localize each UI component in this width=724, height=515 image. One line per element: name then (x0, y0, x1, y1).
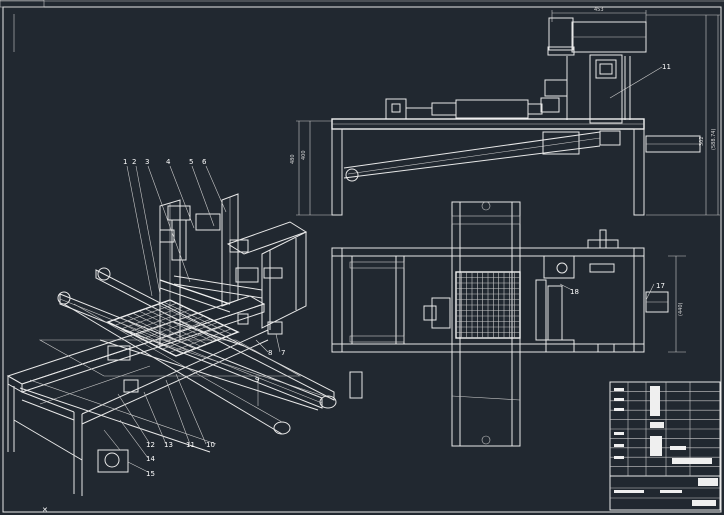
title-block (609, 381, 721, 511)
callout-7: 7 (281, 349, 285, 357)
callout-9: 9 (255, 376, 259, 384)
sheet-marker-cross: ✕ (42, 506, 48, 514)
callout-10: 10 (206, 441, 215, 449)
callout-14: 14 (146, 455, 155, 463)
callout-1: 1 (123, 158, 127, 166)
corner-title-tag (0, 0, 45, 8)
front-view: 453 (290, 7, 720, 216)
dim-plan-width: (440) (678, 303, 684, 316)
callout-12: 12 (146, 441, 155, 449)
callout-13: 13 (164, 441, 173, 449)
callout-view-3: 17 (656, 282, 665, 290)
callout-15: 15 (146, 470, 155, 478)
plan-view: (440) 18 17 (331, 201, 686, 447)
callout-11: 11 (186, 441, 195, 449)
isometric-view (6, 165, 337, 496)
callout-8: 8 (268, 349, 272, 357)
dim-right-height: 302 (699, 136, 705, 146)
callout-view-2: 18 (570, 288, 579, 296)
callout-view-1: 11 (662, 63, 671, 71)
dim-right-height-2: (588.74) (711, 129, 717, 150)
dim-left-height: 400 (301, 150, 307, 160)
callout-5: 5 (189, 158, 193, 166)
dim-top-width: 453 (594, 7, 604, 13)
callout-4: 4 (166, 158, 171, 166)
iso-grid-tray (106, 299, 240, 357)
callout-3: 3 (145, 158, 149, 166)
dim-left-height-2: 480 (290, 154, 296, 164)
sheet-border (2, 6, 722, 513)
callout-2: 2 (132, 158, 136, 166)
callout-6: 6 (202, 158, 207, 166)
